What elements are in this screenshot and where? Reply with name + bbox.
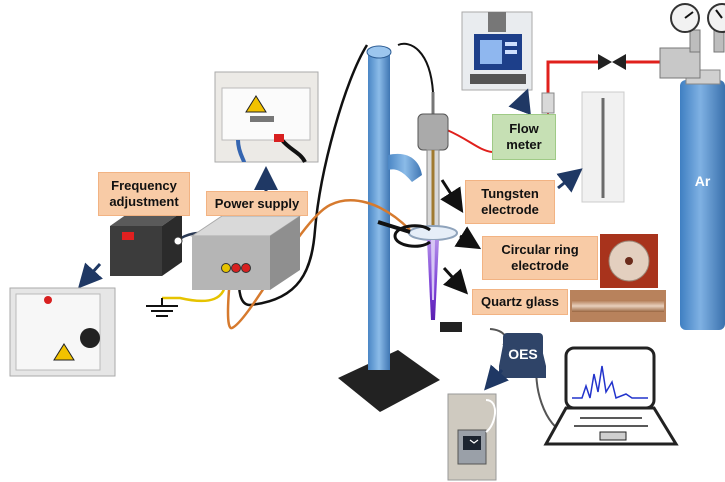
tungsten-electrode-photo xyxy=(581,91,625,203)
gas-connector xyxy=(541,92,555,114)
plasma-torch xyxy=(408,92,458,320)
argon-label: Ar xyxy=(694,173,711,189)
callout-arrows xyxy=(440,179,482,295)
power-supply-label: Power supply xyxy=(206,191,308,216)
power-supply-box xyxy=(190,215,302,290)
flow-meter-label: Flow meter xyxy=(492,114,556,160)
circular-ring-electrode-photo xyxy=(600,234,658,288)
valve-icon xyxy=(598,54,626,70)
electrode-clamp xyxy=(377,220,431,248)
argon-cylinder xyxy=(659,29,725,330)
circular-ring-electrode-label: Circular ring electrode xyxy=(482,236,598,280)
oes-photo xyxy=(447,393,497,481)
oes-unit-body xyxy=(503,333,543,377)
frequency-adjustment-box xyxy=(110,212,183,276)
frequency-adjustment-label: Frequency adjustment xyxy=(98,172,190,216)
flow-meter-arrow xyxy=(508,88,531,116)
oes-photo-arrow xyxy=(484,364,509,391)
laptop-icon xyxy=(543,346,679,446)
frequency-unit-photo xyxy=(9,287,116,377)
power-supply-photo xyxy=(214,71,319,164)
pressure-gauge-icon xyxy=(670,3,725,33)
oes-label: OES xyxy=(508,346,538,362)
flow-meter-photo xyxy=(461,11,533,91)
tungsten-electrode-arrow xyxy=(556,168,583,193)
quartz-glass-photo xyxy=(570,290,666,322)
quartz-glass-label: Quartz glass xyxy=(472,289,568,315)
oes-fiber-probe xyxy=(440,322,462,332)
frequency-photo-arrow xyxy=(77,262,103,289)
tungsten-electrode-label: Tungsten electrode xyxy=(465,180,555,224)
ground-symbol-icon xyxy=(146,298,178,317)
retort-stand xyxy=(338,45,440,412)
